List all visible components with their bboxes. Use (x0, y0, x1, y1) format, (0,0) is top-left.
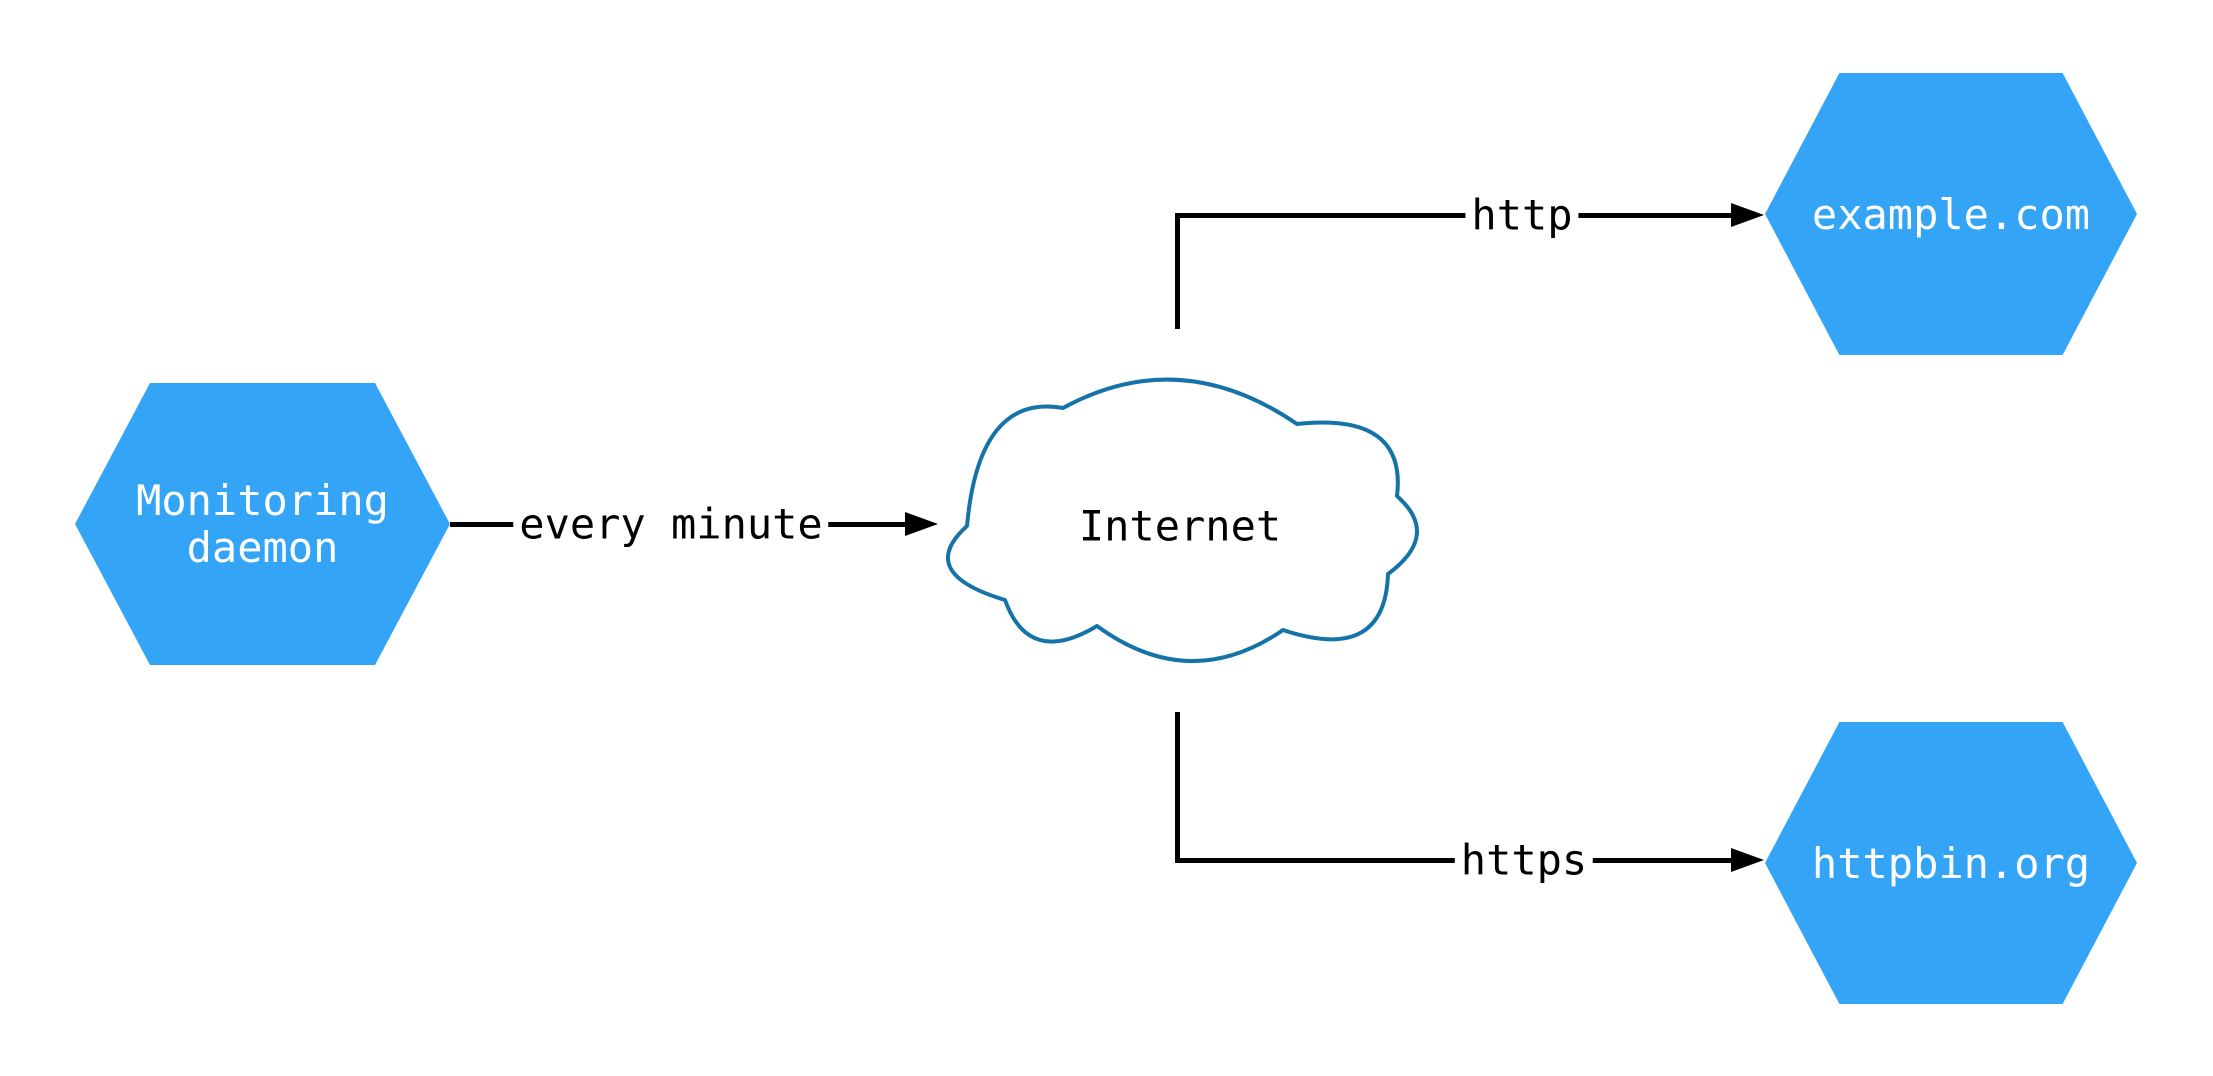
example-com-label: example.com (1811, 189, 2091, 239)
monitoring-daemon-label: Monitoring daemon (136, 477, 389, 571)
monitoring-daemon-label-line2: daemon (186, 523, 339, 572)
edge-http-vertical-line (1175, 213, 1180, 329)
edge-https-horizontal-line (1175, 858, 1731, 863)
node-httpbin-org: httpbin.org (1765, 722, 2137, 1004)
edge-https-vertical-line (1175, 712, 1180, 863)
node-monitoring-daemon: Monitoring daemon (75, 383, 450, 665)
httpbin-org-label: httpbin.org (1811, 838, 2091, 888)
edge-https-label: https (1454, 835, 1594, 885)
edge-every-minute-label: every minute (513, 499, 829, 549)
arrowhead-icon (1731, 203, 1764, 227)
arrowhead-icon (905, 512, 938, 536)
node-example-com: example.com (1765, 73, 2137, 355)
edge-http-label: http (1465, 190, 1579, 240)
arrowhead-icon (1731, 848, 1764, 872)
internet-cloud-icon (946, 377, 1419, 663)
monitoring-daemon-label-line1: Monitoring (136, 476, 389, 525)
edge-http-horizontal-line (1175, 213, 1731, 218)
internet-label: Internet (1078, 501, 1282, 551)
